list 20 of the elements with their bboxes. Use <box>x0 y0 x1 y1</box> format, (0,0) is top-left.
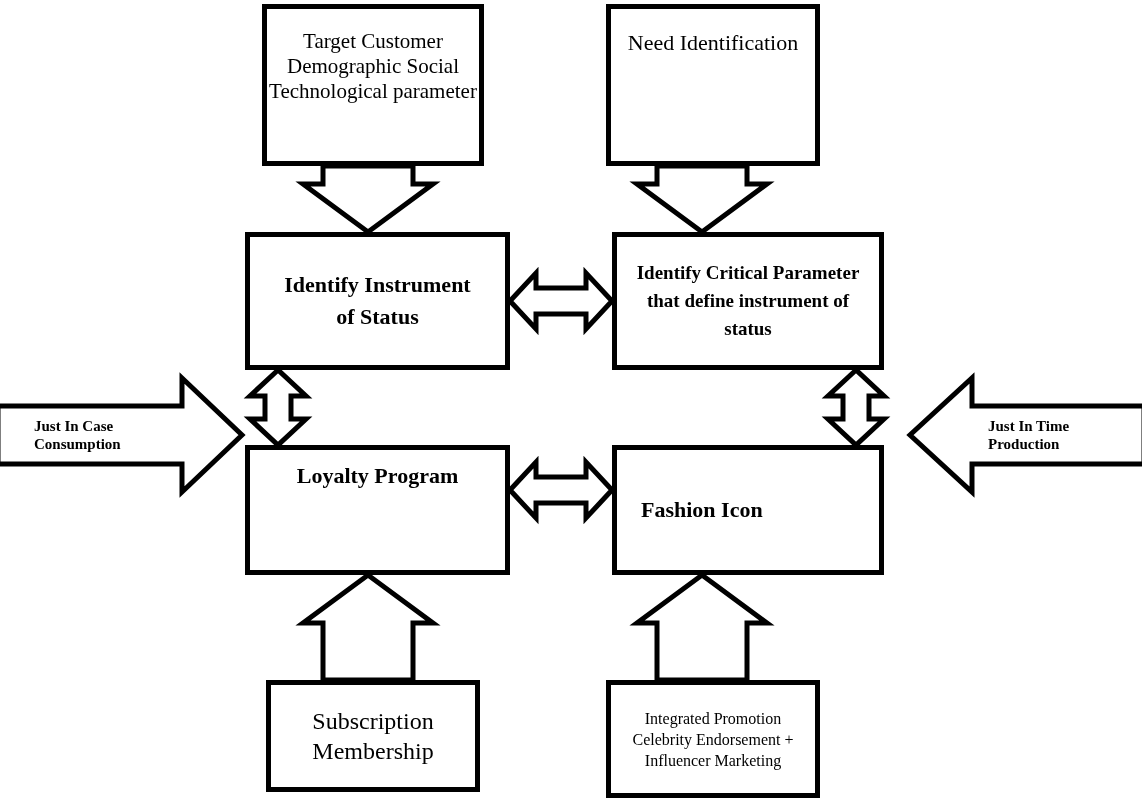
input-box <box>606 680 820 798</box>
node-label: Fashion Icon <box>641 496 763 524</box>
process-box <box>612 445 884 575</box>
node-label: Subscription Membership <box>311 707 435 766</box>
node-label: Just In Time Production <box>988 417 1071 453</box>
node-label: Need Identification <box>627 29 799 57</box>
input-box <box>262 4 484 166</box>
node-label: Integrated Promotion Celebrity Endorsement + Influencer Marketing <box>631 708 795 771</box>
process-box <box>612 232 884 370</box>
block-arrow <box>906 374 1142 496</box>
process-box <box>245 445 510 575</box>
input-box <box>266 680 480 792</box>
node-label: Identify Instrument of Status <box>283 271 472 331</box>
node-label: Target Customer Demographic Social Technological parameter <box>268 29 478 104</box>
node-label: Loyalty Program <box>296 462 459 490</box>
node-label: Just In Case Consumption <box>34 417 122 453</box>
process-box <box>245 232 510 370</box>
input-box <box>606 4 820 166</box>
block-arrow <box>0 374 246 496</box>
node-label: Identify Critical Parameter that define instrument of status <box>635 261 861 341</box>
